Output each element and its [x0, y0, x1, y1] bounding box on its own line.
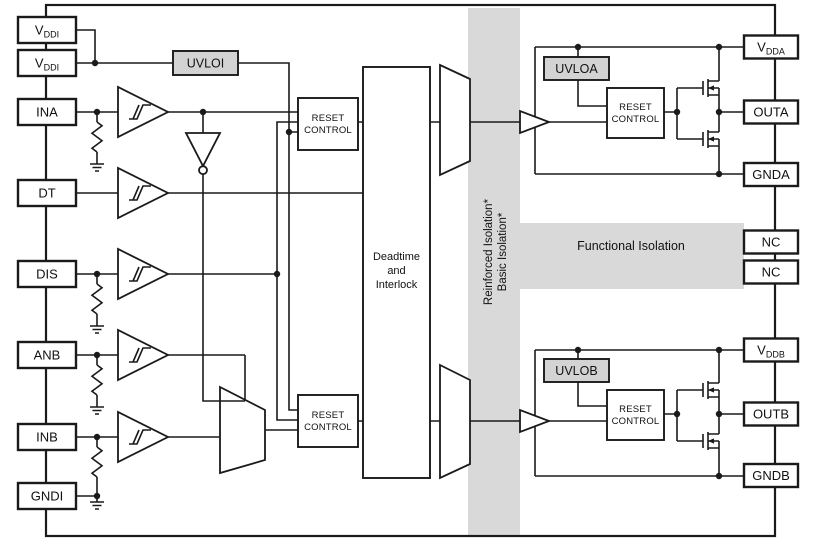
reset-control-input-a: RESET CONTROL [297, 97, 359, 151]
svg-text:VDDI: VDDI [35, 56, 59, 73]
uvloi-block: UVLOI [172, 50, 239, 76]
reset-control-input-b: RESET CONTROL [297, 394, 359, 448]
svg-text:and: and [387, 265, 405, 277]
pin-gnda: GNDA [742, 161, 800, 188]
schmitt-buffer-inb [117, 411, 169, 463]
pin-ina: INA [16, 97, 78, 127]
svg-text:GNDB: GNDB [752, 468, 790, 483]
svg-text:NC: NC [762, 265, 781, 280]
svg-text:Deadtime: Deadtime [373, 251, 420, 263]
reinforced-isolation-label: Reinforced Isolation* [483, 198, 495, 305]
svg-text:VDDA: VDDA [757, 40, 785, 57]
pulldown-resistor-dis [91, 283, 103, 315]
pin-gndi: GNDI [16, 481, 78, 511]
pin-gndb: GNDB [742, 462, 800, 489]
svg-text:CONTROL: CONTROL [612, 416, 660, 427]
pin-vddi-2: VDDI [16, 48, 78, 78]
svg-text:DIS: DIS [36, 267, 58, 282]
schmitt-buffer-dt [117, 167, 169, 219]
svg-text:INA: INA [36, 105, 58, 120]
uvlob-label: UVLOB [555, 364, 597, 378]
svg-text:VDDI: VDDI [35, 23, 59, 40]
svg-text:ANB: ANB [34, 348, 61, 363]
pulldown-resistor-ina [91, 121, 103, 153]
nfet-low-side-a [702, 129, 720, 149]
svg-text:RESET: RESET [312, 113, 345, 124]
ground-symbol-gndi [89, 501, 105, 510]
reset-control-driver-a: RESET CONTROL [606, 87, 665, 139]
svg-text:CONTROL: CONTROL [304, 422, 352, 433]
pin-vdda: VDDA [742, 34, 800, 60]
nfet-low-side-b [702, 431, 720, 451]
svg-text:RESET: RESET [312, 410, 345, 421]
pin-vddi-1: VDDI [16, 15, 78, 45]
pin-dis: DIS [16, 259, 78, 289]
uvloi-label: UVLOI [187, 57, 225, 71]
svg-text:Interlock: Interlock [376, 279, 418, 291]
uvloa-block: UVLOA [543, 56, 610, 81]
channel-b-mux [219, 385, 266, 475]
reinforced-isolation-band [468, 8, 520, 536]
svg-text:CONTROL: CONTROL [304, 125, 352, 136]
svg-text:DT: DT [38, 186, 55, 201]
svg-text:CONTROL: CONTROL [612, 114, 660, 125]
pin-nc-2: NC [742, 259, 800, 285]
mod-trapezoid-a [439, 63, 471, 177]
reset-control-driver-b: RESET CONTROL [606, 389, 665, 441]
nfet-high-side-a [702, 78, 720, 98]
ground-symbol-anb [89, 406, 105, 415]
pulldown-resistor-inb [91, 446, 103, 478]
svg-text:INB: INB [36, 430, 58, 445]
svg-text:OUTA: OUTA [753, 105, 788, 120]
pin-anb: ANB [16, 340, 78, 370]
schmitt-buffer-dis [117, 248, 169, 300]
functional-isolation-label: Functional Isolation [577, 239, 685, 253]
pin-outb: OUTB [742, 401, 800, 427]
svg-text:OUTB: OUTB [753, 407, 789, 422]
uvlob-block: UVLOB [543, 358, 610, 383]
ground-symbol-dis [89, 325, 105, 334]
svg-text:RESET: RESET [619, 404, 652, 415]
pin-vddb: VDDB [742, 337, 800, 363]
svg-text:VDDB: VDDB [757, 343, 785, 360]
basic-isolation-label: Basic Isolation* [497, 212, 509, 291]
pulldown-resistor-anb [91, 364, 103, 396]
pin-outa: OUTA [742, 99, 800, 125]
ground-symbol-ina [89, 163, 105, 172]
deadtime-interlock-block: Deadtime and Interlock [362, 66, 431, 479]
schmitt-buffer-ina [117, 86, 169, 138]
nfet-high-side-b [702, 380, 720, 400]
svg-text:RESET: RESET [619, 102, 652, 113]
pin-dt: DT [16, 178, 78, 208]
mod-trapezoid-b [439, 363, 471, 480]
inverter-icon [184, 132, 222, 176]
svg-text:GNDA: GNDA [752, 167, 790, 182]
schmitt-buffer-anb [117, 329, 169, 381]
functional-isolation-band [520, 223, 744, 289]
uvloa-label: UVLOA [555, 62, 598, 76]
junction-dots [91, 43, 723, 500]
wires-input-side [76, 29, 607, 502]
pin-nc-1: NC [742, 229, 800, 255]
svg-text:NC: NC [762, 235, 781, 250]
pin-inb: INB [16, 422, 78, 452]
svg-text:GNDI: GNDI [31, 489, 64, 504]
